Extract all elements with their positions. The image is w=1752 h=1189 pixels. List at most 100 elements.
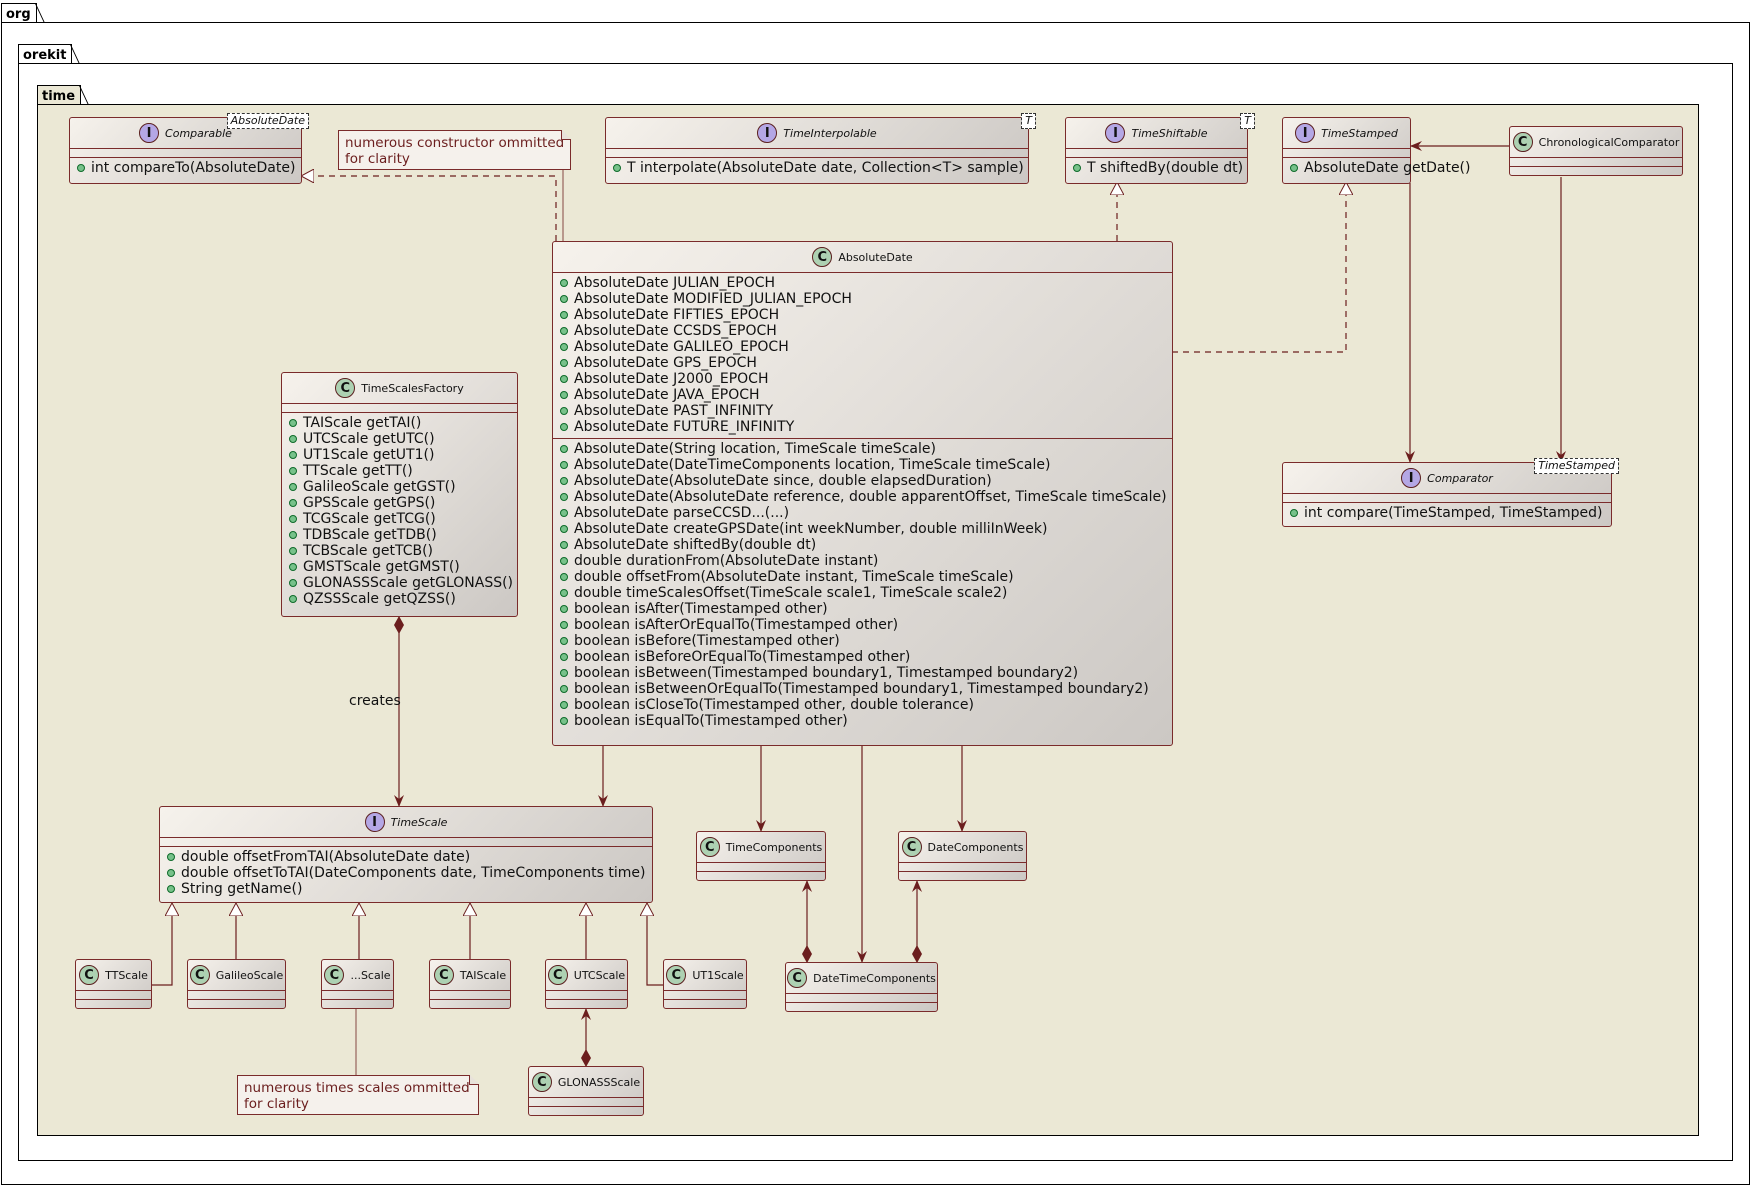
class-badge-icon: C bbox=[433, 965, 454, 985]
timescale-method-row: String getName() bbox=[160, 881, 652, 897]
public-member-icon bbox=[560, 637, 568, 645]
absolutedate-name: AbsoluteDate bbox=[838, 250, 913, 264]
absolutedate-method-row: AbsoluteDate parseCCSD...(...) bbox=[553, 505, 1172, 521]
absolutedate-method-row: boolean isCloseTo(Timestamped other, dou… bbox=[553, 697, 1172, 713]
timescale-methods: double offsetFromTAI(AbsoluteDate date)d… bbox=[160, 847, 652, 900]
otherscale-class: C...Scale bbox=[321, 959, 394, 1009]
public-member-icon bbox=[560, 311, 568, 319]
timescalesfactory-method-text: QZSSScale getQZSS() bbox=[303, 591, 456, 607]
public-member-icon bbox=[167, 885, 175, 893]
class-badge-icon: C bbox=[324, 965, 345, 985]
absolutedate-field-row: AbsoluteDate FIFTIES_EPOCH bbox=[553, 307, 1172, 323]
public-member-icon bbox=[560, 477, 568, 485]
comparable-name: Comparable bbox=[165, 126, 232, 140]
timescale-method-text: double offsetFromTAI(AbsoluteDate date) bbox=[181, 849, 471, 865]
timescalesfactory-method-row: TCGScale getTCG() bbox=[282, 511, 517, 527]
public-member-icon bbox=[560, 461, 568, 469]
class-badge-icon: C bbox=[531, 1072, 552, 1092]
absolutedate-method-text: AbsoluteDate(AbsoluteDate reference, dou… bbox=[574, 489, 1167, 505]
absolutedate-method-text: boolean isAfterOrEqualTo(Timestamped oth… bbox=[574, 617, 899, 633]
timescalesfactory-method-text: GalileoScale getGST() bbox=[303, 479, 456, 495]
timescalesfactory-methods: TAIScale getTAI()UTCScale getUTC()UT1Sca… bbox=[282, 413, 517, 610]
public-member-icon bbox=[289, 483, 297, 491]
public-member-icon bbox=[560, 493, 568, 501]
absolutedate-method-text: boolean isBetweenOrEqualTo(Timestamped b… bbox=[574, 681, 1149, 697]
absolutedate-method-text: AbsoluteDate parseCCSD...(...) bbox=[574, 505, 790, 521]
public-member-icon bbox=[560, 375, 568, 383]
timescalesfactory-method-row: TTScale getTT() bbox=[282, 463, 517, 479]
public-member-icon bbox=[289, 579, 297, 587]
absolutedate-method-row: AbsoluteDate shiftedBy(double dt) bbox=[553, 537, 1172, 553]
interface-badge-icon: I bbox=[1401, 468, 1422, 488]
package-orekit-label: orekit bbox=[18, 44, 73, 64]
package-time-label: time bbox=[37, 85, 82, 105]
public-member-icon bbox=[560, 557, 568, 565]
absolutedate-method-row: boolean isBeforeOrEqualTo(Timestamped ot… bbox=[553, 649, 1172, 665]
timescalesfactory-method-row: QZSSScale getQZSS() bbox=[282, 591, 517, 607]
timescalesfactory-method-text: TDBScale getTDB() bbox=[303, 527, 437, 543]
timescale-method-row: double offsetToTAI(DateComponents date, … bbox=[160, 865, 652, 881]
public-member-icon bbox=[289, 531, 297, 539]
absolutedate-method-text: boolean isBeforeOrEqualTo(Timestamped ot… bbox=[574, 649, 911, 665]
absolutedate-method-row: double offsetFrom(AbsoluteDate instant, … bbox=[553, 569, 1172, 585]
note-constructors: numerous constructor ommitted for clarit… bbox=[338, 130, 571, 170]
class-badge-icon: C bbox=[787, 968, 808, 988]
public-member-icon bbox=[167, 869, 175, 877]
timescalesfactory-method-text: GMSTScale getGMST() bbox=[303, 559, 460, 575]
absolutedate-method-text: boolean isBetween(Timestamped boundary1,… bbox=[574, 665, 1079, 681]
timescale-method-text: double offsetToTAI(DateComponents date, … bbox=[181, 865, 646, 881]
absolutedate-methods: AbsoluteDate(String location, TimeScale … bbox=[553, 439, 1172, 732]
absolutedate-method-row: AbsoluteDate(AbsoluteDate since, double … bbox=[553, 473, 1172, 489]
public-member-icon bbox=[289, 499, 297, 507]
interface-badge-icon: I bbox=[757, 123, 778, 143]
public-member-icon bbox=[560, 525, 568, 533]
timescalesfactory-name: TimeScalesFactory bbox=[361, 381, 464, 395]
interface-badge-icon: I bbox=[1105, 123, 1126, 143]
public-member-icon bbox=[289, 563, 297, 571]
datecomponents-name: DateComponents bbox=[927, 840, 1024, 854]
absolutedate-method-row: AbsoluteDate(AbsoluteDate reference, dou… bbox=[553, 489, 1172, 505]
timeshiftable-type-param: T bbox=[1240, 113, 1255, 129]
note-scales: numerous times scales ommitted for clari… bbox=[237, 1075, 479, 1115]
timescalesfactory-method-row: TAIScale getTAI() bbox=[282, 415, 517, 431]
absolutedate-field-text: AbsoluteDate CCSDS_EPOCH bbox=[574, 323, 777, 339]
absolutedate-method-row: double durationFrom(AbsoluteDate instant… bbox=[553, 553, 1172, 569]
public-member-icon bbox=[560, 541, 568, 549]
public-member-icon bbox=[560, 605, 568, 613]
public-member-icon bbox=[560, 573, 568, 581]
public-member-icon bbox=[560, 621, 568, 629]
package-orekit bbox=[18, 63, 1733, 1161]
public-member-icon bbox=[560, 295, 568, 303]
timeinterpolable-method: T interpolate(AbsoluteDate date, Collect… bbox=[627, 160, 1024, 176]
timescalesfactory-method-text: TCBScale getTCB() bbox=[303, 543, 434, 559]
timeinterpolable-type-param: T bbox=[1021, 113, 1036, 129]
timescalesfactory-method-row: UT1Scale getUT1() bbox=[282, 447, 517, 463]
timescalesfactory-method-row: TDBScale getTDB() bbox=[282, 527, 517, 543]
timeinterpolable-name: TimeInterpolable bbox=[783, 126, 877, 140]
public-member-icon bbox=[560, 509, 568, 517]
datecomponents-class: C DateComponents bbox=[898, 831, 1027, 881]
absolutedate-method-text: double timeScalesOffset(TimeScale scale1… bbox=[574, 585, 1008, 601]
absolutedate-field-text: AbsoluteDate PAST_INFINITY bbox=[574, 403, 774, 419]
absolutedate-field-text: AbsoluteDate GPS_EPOCH bbox=[574, 355, 757, 371]
absolutedate-field-row: AbsoluteDate PAST_INFINITY bbox=[553, 403, 1172, 419]
absolutedate-field-text: AbsoluteDate MODIFIED_JULIAN_EPOCH bbox=[574, 291, 852, 307]
absolutedate-method-text: AbsoluteDate createGPSDate(int weekNumbe… bbox=[574, 521, 1048, 537]
public-member-icon bbox=[560, 407, 568, 415]
class-badge-icon: C bbox=[901, 837, 922, 857]
absolutedate-method-row: boolean isEqualTo(Timestamped other) bbox=[553, 713, 1172, 729]
absolutedate-method-row: double timeScalesOffset(TimeScale scale1… bbox=[553, 585, 1172, 601]
timescalesfactory-method-row: GPSScale getGPS() bbox=[282, 495, 517, 511]
absolutedate-method-text: AbsoluteDate(DateTimeComponents location… bbox=[574, 457, 1051, 473]
edge-absolutedate-realizes-comparable bbox=[301, 176, 557, 241]
absolutedate-method-row: boolean isAfter(Timestamped other) bbox=[553, 601, 1172, 617]
galileoscale-name: GalileoScale bbox=[215, 968, 284, 982]
public-member-icon bbox=[289, 419, 297, 427]
absolutedate-method-row: boolean isBefore(Timestamped other) bbox=[553, 633, 1172, 649]
